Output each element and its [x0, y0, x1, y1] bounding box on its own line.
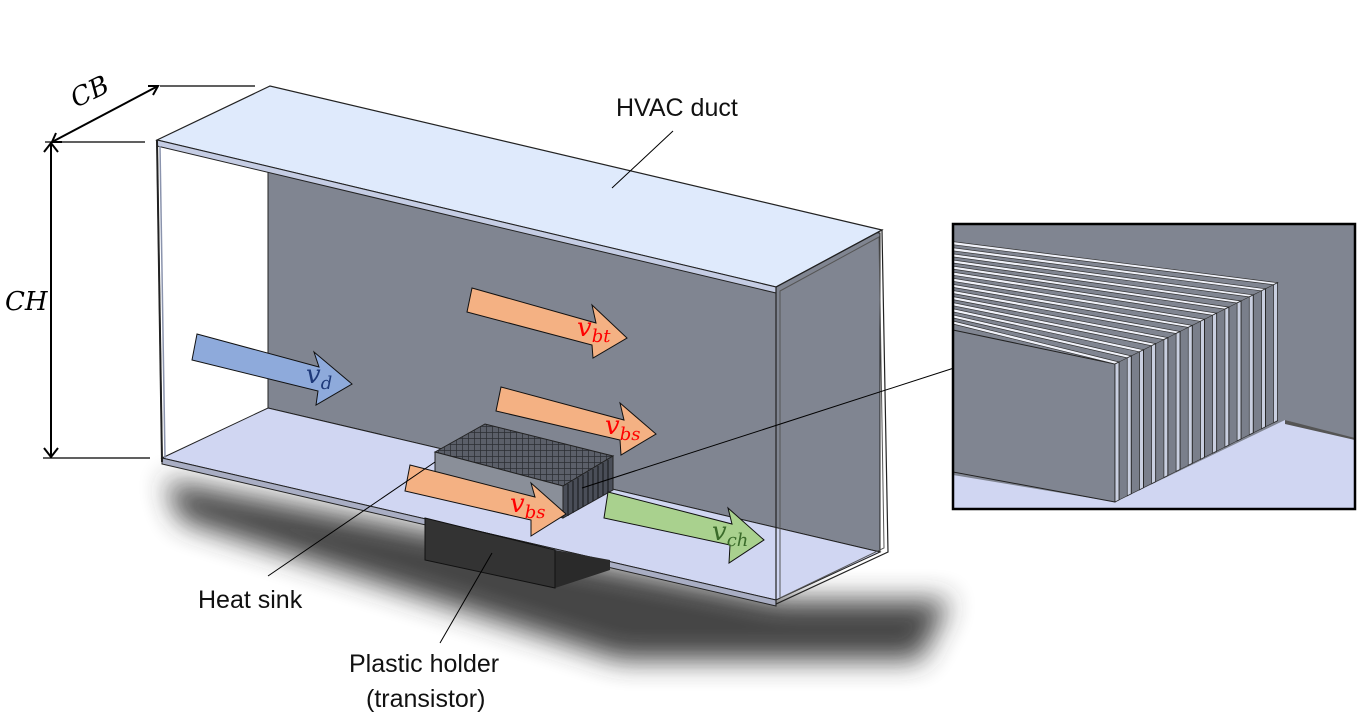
label-vd: vd — [306, 360, 332, 394]
arrow-vd — [191, 333, 353, 406]
fin-gap — [1253, 290, 1262, 434]
label-vbs-bottom: vbs — [510, 489, 545, 523]
fin-end-face — [1248, 294, 1254, 436]
arrow-vbt — [466, 287, 628, 359]
label-heat-sink: Heat sink — [198, 586, 303, 614]
duct-outlet-frame — [775, 229, 889, 605]
fin-gap — [1228, 302, 1238, 446]
fin-gap — [1240, 296, 1250, 440]
inset-border — [951, 222, 1357, 511]
fin-end-face — [1187, 324, 1193, 467]
fin-end-face — [1175, 330, 1181, 473]
leader-hvac-duct — [611, 130, 674, 189]
arrow-vbs-bottom — [404, 464, 567, 537]
label-vbs-top: vbs — [605, 411, 640, 445]
duct-outlet-frame-inner — [779, 236, 885, 599]
fin-end-face — [1151, 343, 1156, 485]
fin-end-face — [1212, 312, 1217, 454]
dimension-ch — [43, 141, 150, 459]
fin-gap — [1179, 326, 1189, 470]
dimension-label-ch: CH — [5, 287, 49, 317]
dimension-cb — [45, 85, 255, 143]
label-vbt: vbt — [577, 313, 611, 347]
fin-gap — [1131, 351, 1140, 495]
duct-inlet-edge-inner — [159, 145, 166, 459]
fin-gap — [1155, 339, 1165, 483]
fin-gap — [1167, 333, 1177, 476]
fin-array — [952, 241, 1279, 503]
leader-plastic-holder — [439, 552, 493, 644]
arrow-vch — [603, 491, 765, 564]
fin-end-face — [1236, 300, 1242, 442]
fin-end-face — [1114, 361, 1120, 503]
fin-gap — [1143, 345, 1152, 489]
fin-gap — [1118, 357, 1128, 501]
fin-end-face — [1139, 349, 1144, 491]
fin-gap — [1265, 284, 1274, 428]
label-vch: vch — [712, 517, 748, 551]
fin-end-face — [1224, 306, 1230, 448]
leader-heat-sink — [267, 461, 436, 577]
label-plastic-holder-line2: (transistor) — [366, 685, 485, 713]
fin-gap — [1192, 320, 1201, 464]
fin-end-face — [1200, 318, 1205, 460]
dimension-label-cb: CB — [66, 70, 114, 114]
fin-end-face — [1261, 288, 1266, 430]
fin-gap — [1204, 314, 1213, 458]
label-hvac-duct: HVAC duct — [616, 94, 738, 122]
heat-sink-zoom-inset — [951, 222, 1357, 511]
fin-end-face — [1126, 355, 1132, 497]
plastic-holder — [424, 517, 610, 589]
fin-end-face — [1163, 336, 1169, 479]
arrow-vbs-top — [495, 386, 657, 456]
duct-inlet-edge — [156, 139, 163, 463]
label-plastic-holder-line1: Plastic holder — [349, 650, 499, 678]
leader-zoom-inset — [581, 367, 955, 489]
fin-end-face — [1273, 282, 1278, 424]
fin-gap — [1216, 308, 1226, 452]
